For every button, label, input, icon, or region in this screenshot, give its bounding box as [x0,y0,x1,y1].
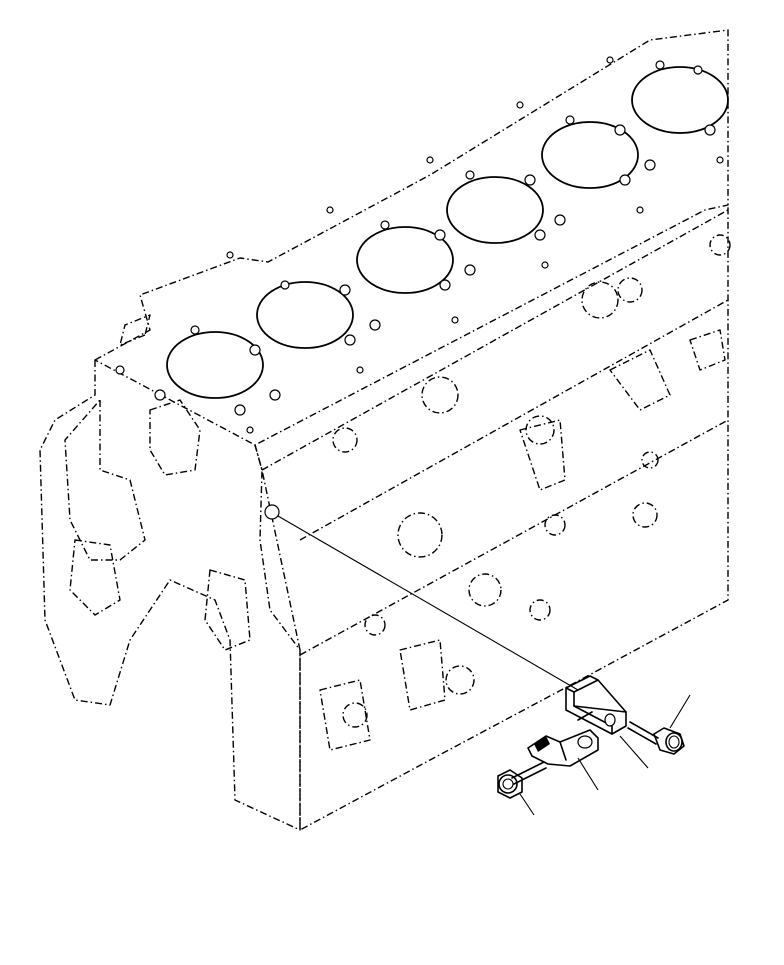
callout-leader-4 [519,793,535,816]
bore-3 [356,226,454,294]
block-top-deck [94,29,729,446]
bore-1 [166,331,264,399]
deck-holes [115,56,724,434]
bore-6 [631,66,729,134]
callout-leader-2 [619,735,649,769]
callout-leader-3 [577,757,599,791]
bore-4 [446,176,544,244]
side-bosses [319,234,731,751]
bolt-right [627,721,685,755]
sensor-clamp [527,729,599,767]
block-front-face [39,360,301,831]
bolt-left [497,761,547,799]
mounting-hole [264,504,280,520]
bore-2 [256,281,354,349]
callout-leaders [519,694,691,816]
bore-5 [541,121,639,189]
cylinder-bores [166,66,729,399]
callout-leader-1 [669,694,691,729]
assembly-leader-line [277,515,579,691]
mounting-bracket [565,675,627,735]
block-side-face [254,205,729,831]
cylinder-block [39,29,729,831]
